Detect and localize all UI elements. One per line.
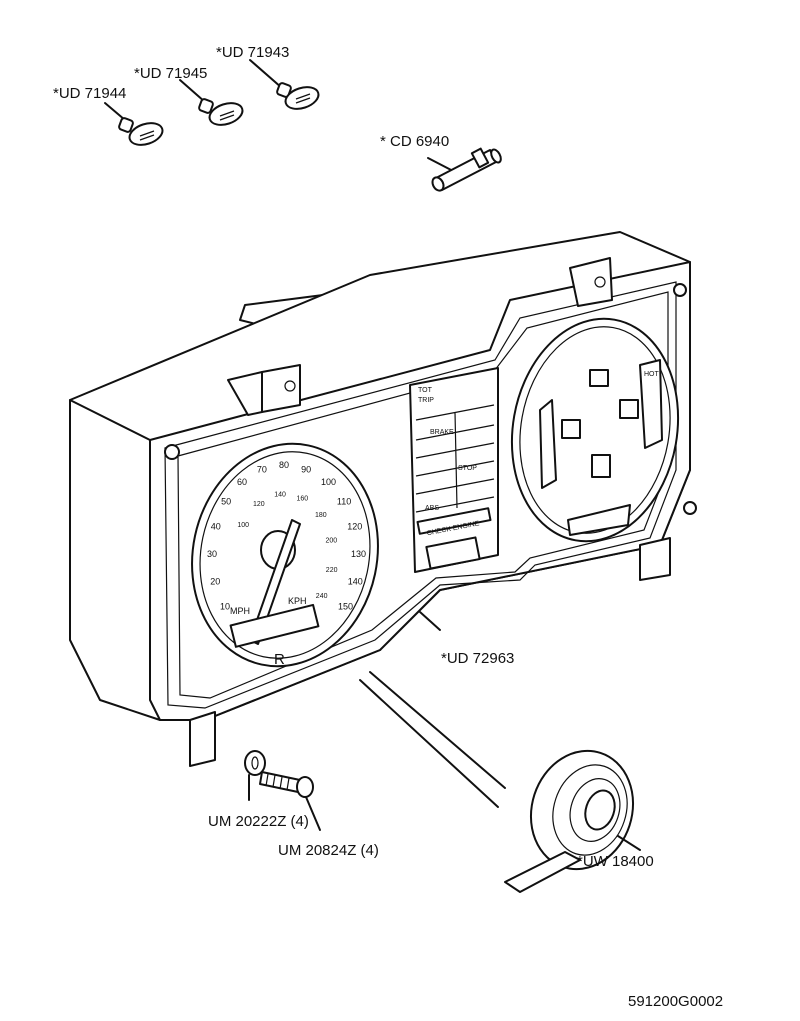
warning-light-panel: TOT TRIP BRAKE STOP ABS CHECK ENGINE bbox=[409, 367, 499, 573]
tape-roll-uw18400 bbox=[359, 671, 641, 893]
speed-tick-label: 70 bbox=[257, 464, 267, 474]
cluster-leader-line bbox=[419, 611, 441, 631]
auxiliary-gauges: HOT bbox=[510, 317, 680, 543]
bulb-holder-cd6940 bbox=[427, 147, 502, 192]
kph-tick-label: 120 bbox=[253, 501, 265, 508]
speed-tick-label: 40 bbox=[211, 521, 221, 531]
bulb-ud71945 bbox=[179, 79, 244, 126]
callout-uw18400: *UW 18400 bbox=[577, 853, 654, 870]
trip-label: TRIP bbox=[418, 397, 434, 404]
kph-tick-label: 240 bbox=[316, 593, 328, 600]
screw-um20824z bbox=[259, 771, 321, 831]
abs-label: ABS bbox=[425, 505, 439, 512]
tot-label: TOT bbox=[418, 387, 433, 394]
figure-id: 591200G0002 bbox=[628, 993, 723, 1010]
callout-ud71944: *UD 71944 bbox=[53, 85, 126, 102]
kph-tick-label: 160 bbox=[297, 495, 309, 502]
callout-ud71945: *UD 71945 bbox=[134, 65, 207, 82]
kph-tick-label: 180 bbox=[315, 512, 327, 519]
speed-tick-label: 150 bbox=[338, 602, 353, 612]
speed-tick-label: 90 bbox=[301, 464, 311, 474]
brake-label: BRAKE bbox=[430, 429, 454, 436]
kph-tick-label: 220 bbox=[326, 567, 338, 574]
bulb-ud71944 bbox=[104, 102, 164, 146]
kph-tick-label: 200 bbox=[326, 538, 338, 545]
speed-tick-label: 100 bbox=[321, 477, 336, 487]
speed-tick-label: 60 bbox=[237, 477, 247, 487]
kph-tick-label: 140 bbox=[274, 491, 286, 498]
speed-tick-label: 80 bbox=[279, 460, 289, 470]
mph-label: MPH bbox=[230, 606, 250, 616]
speed-tick-label: 120 bbox=[347, 521, 362, 531]
speed-tick-label: 10 bbox=[220, 602, 230, 612]
speed-tick-label: 30 bbox=[207, 549, 217, 559]
logo-r: R bbox=[274, 651, 285, 668]
speed-tick-label: 130 bbox=[351, 549, 366, 559]
speed-tick-label: 140 bbox=[348, 577, 363, 587]
kph-tick-label: 100 bbox=[237, 522, 249, 529]
speed-tick-label: 110 bbox=[337, 497, 351, 507]
speed-tick-label: 50 bbox=[221, 497, 231, 507]
stop-label: STOP bbox=[458, 465, 477, 472]
callout-ud71943: *UD 71943 bbox=[216, 44, 289, 61]
kph-label: KPH bbox=[288, 596, 307, 606]
speed-tick-label: 20 bbox=[210, 577, 220, 587]
washer-um20222z bbox=[244, 750, 266, 801]
callout-um20824z: UM 20824Z (4) bbox=[278, 842, 379, 859]
bulb-ud71943 bbox=[249, 59, 320, 110]
hot-label: HOT bbox=[644, 371, 660, 378]
callout-cd6940: * CD 6940 bbox=[380, 133, 449, 150]
callout-ud72963: *UD 72963 bbox=[441, 650, 514, 667]
callout-um20222z: UM 20222Z (4) bbox=[208, 813, 309, 830]
